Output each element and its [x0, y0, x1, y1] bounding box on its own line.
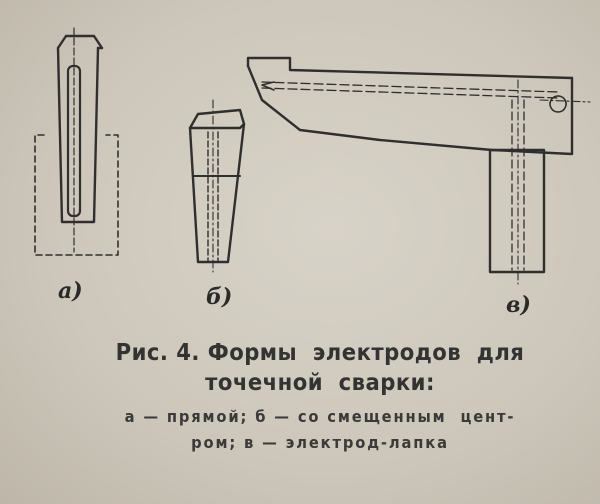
caption-line-1: Рис. 4. Формы электродов для — [115, 340, 525, 366]
caption-line-4: ром; в — электрод-лапка — [191, 433, 449, 452]
caption-line-2: точечной сварки: — [205, 370, 435, 396]
electrode-straight — [34, 27, 119, 256]
label-c: в) — [506, 292, 531, 318]
caption-legend: а — прямой; б — со смещенным цент- ром; … — [81, 404, 559, 456]
caption-line-3: а — прямой; б — со смещенным цент- — [124, 407, 516, 426]
label-b: б) — [206, 284, 233, 310]
label-a: а) — [58, 278, 83, 304]
electrode-offset-center — [188, 99, 246, 273]
electrode-paw — [246, 56, 591, 285]
caption-title: Рис. 4. Формы электродов для точечной св… — [81, 338, 559, 398]
